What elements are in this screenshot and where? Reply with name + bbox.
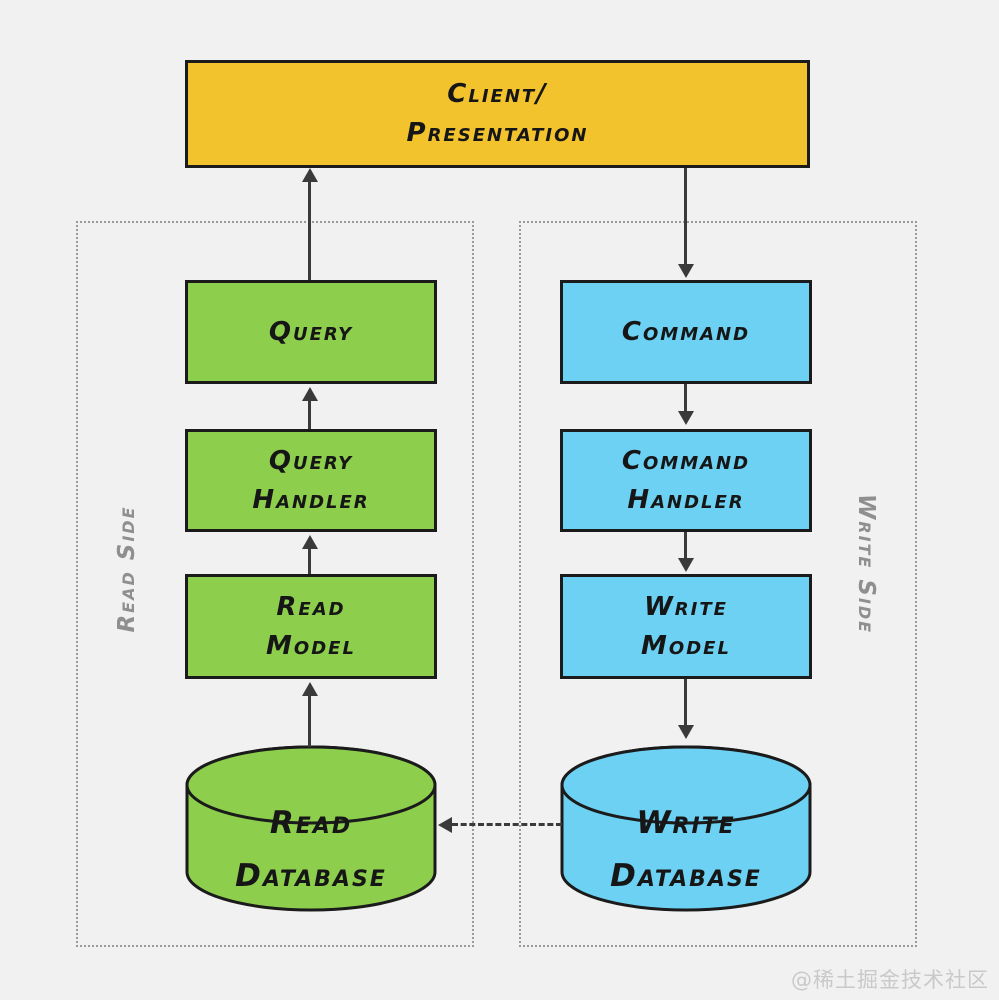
read-database-label: Read Database bbox=[185, 797, 437, 902]
read-model-node: Read Model bbox=[185, 574, 437, 679]
database-cylinder-shape bbox=[185, 745, 437, 912]
write-database-node: Write Database bbox=[560, 745, 812, 912]
write-database-label: Write Database bbox=[560, 797, 812, 902]
read-model-label-line1: Read bbox=[276, 591, 346, 622]
write-side-frame bbox=[519, 221, 917, 947]
arrow-line bbox=[308, 547, 311, 574]
arrow-line bbox=[684, 168, 687, 266]
arrow-line bbox=[308, 694, 311, 747]
command-node: Command bbox=[560, 280, 812, 384]
read-side-label: Read Side bbox=[114, 505, 140, 633]
arrow-line bbox=[684, 384, 687, 413]
arrowhead-up-icon bbox=[302, 168, 318, 182]
read-database-node: Read Database bbox=[185, 745, 437, 912]
write-model-node: Write Model bbox=[560, 574, 812, 679]
query-label: Query bbox=[268, 316, 354, 347]
arrowhead-down-icon bbox=[678, 558, 694, 572]
command-handler-node: Command Handler bbox=[560, 429, 812, 532]
arrow-line bbox=[308, 180, 311, 280]
arrowhead-up-icon bbox=[302, 387, 318, 401]
read-database-label-line1: Read bbox=[269, 805, 353, 841]
query-handler-node: Query Handler bbox=[185, 429, 437, 532]
arrowhead-up-icon bbox=[302, 535, 318, 549]
arrowhead-down-icon bbox=[678, 725, 694, 739]
arrowhead-down-icon bbox=[678, 264, 694, 278]
write-side-label: Write Side bbox=[853, 493, 879, 635]
database-cylinder-shape bbox=[560, 745, 812, 912]
read-model-label-line2: Model bbox=[266, 630, 356, 661]
command-handler-label-line2: Handler bbox=[627, 484, 745, 515]
command-label: Command bbox=[621, 316, 751, 347]
write-model-label-line1: Write bbox=[644, 591, 728, 622]
dashed-arrow-line bbox=[452, 823, 562, 826]
arrowhead-up-icon bbox=[302, 682, 318, 696]
arrowhead-left-icon bbox=[438, 817, 452, 833]
watermark: @稀土掘金技术社区 bbox=[791, 968, 989, 992]
read-side-frame bbox=[76, 221, 474, 947]
arrow-line bbox=[308, 399, 311, 429]
client-presentation-node: Client/ Presentation bbox=[185, 60, 810, 168]
arrowhead-down-icon bbox=[678, 411, 694, 425]
query-handler-label-line1: Query bbox=[268, 445, 354, 476]
write-database-label-line1: Write bbox=[636, 805, 736, 841]
query-handler-label-line2: Handler bbox=[252, 484, 370, 515]
write-database-label-line2: Database bbox=[610, 857, 762, 894]
client-label-line2: Presentation bbox=[406, 118, 589, 148]
write-model-label-line2: Model bbox=[641, 630, 731, 661]
query-node: Query bbox=[185, 280, 437, 384]
arrow-line bbox=[684, 679, 687, 727]
command-handler-label-line1: Command bbox=[621, 445, 751, 476]
client-label-line1: Client/ bbox=[447, 79, 548, 109]
read-database-label-line2: Database bbox=[235, 857, 387, 894]
arrow-line bbox=[684, 532, 687, 560]
